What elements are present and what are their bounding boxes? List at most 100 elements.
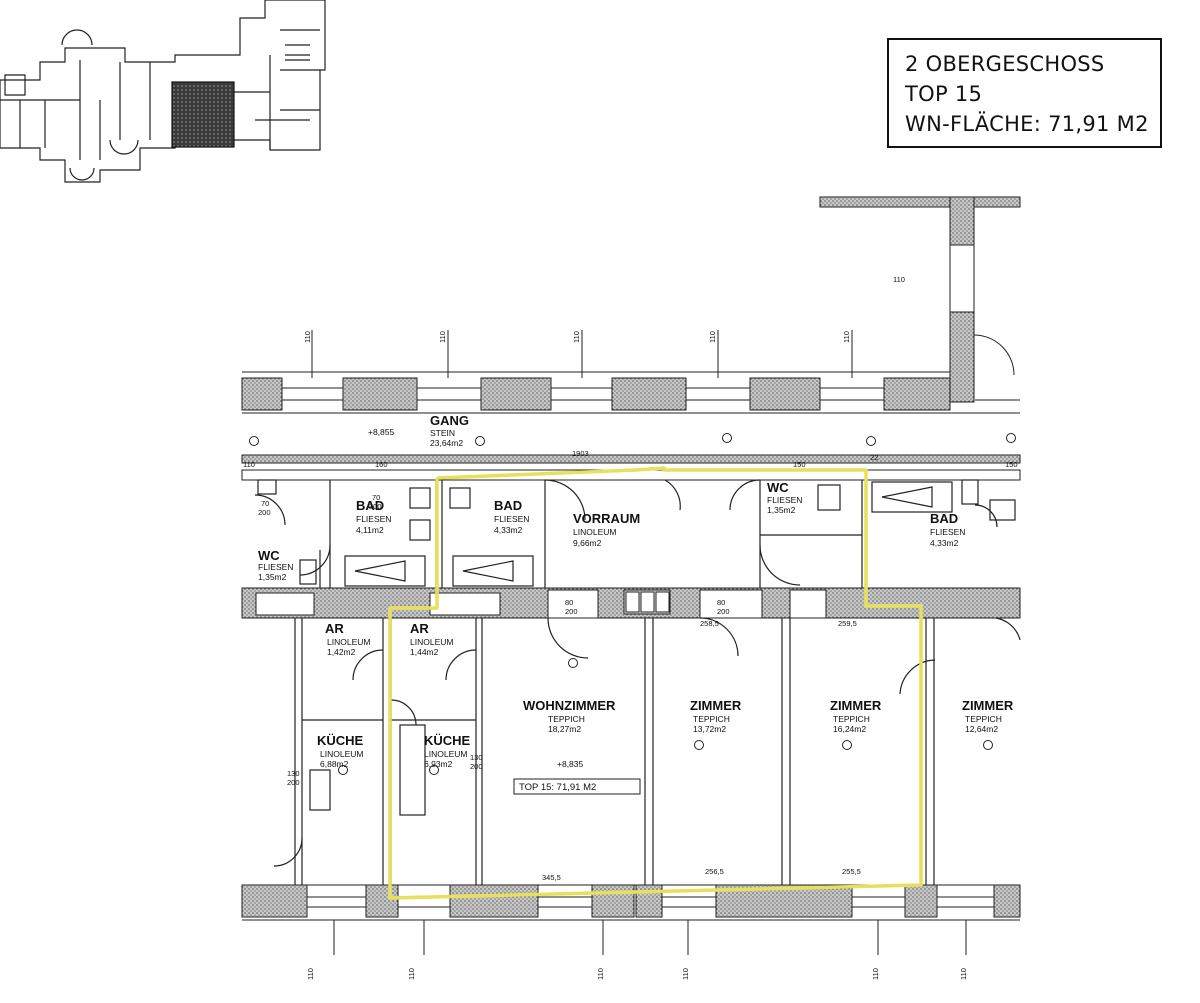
- room-zimmer-1-area: 13,72m2: [693, 724, 726, 734]
- dim-label: 200: [369, 502, 382, 511]
- room-kueche-1-name: KÜCHE: [317, 733, 364, 748]
- dim-label: 256,5: [705, 867, 724, 876]
- corridor-walls: [241, 454, 1021, 619]
- room-wc-2-material: FLIESEN: [767, 495, 802, 505]
- room-bad-1-material: FLIESEN: [356, 514, 391, 524]
- dim-label: 110: [681, 968, 690, 980]
- dim-label: 80: [565, 598, 573, 607]
- room-kueche-2-name: KÜCHE: [424, 733, 471, 748]
- dim-label: 110: [303, 331, 312, 343]
- dim-label: 110: [959, 968, 968, 980]
- living-area-label: WN-FLÄCHE: 71,91 M2: [905, 112, 1149, 136]
- room-wc-1-area: 1,35m2: [258, 572, 287, 582]
- room-zimmer-1-material: TEPPICH: [693, 714, 730, 724]
- dim-label: 259,5: [838, 619, 857, 628]
- room-gang-material: STEIN: [430, 428, 455, 438]
- dim-label: 70: [261, 499, 269, 508]
- dim-label: 110: [893, 275, 905, 284]
- room-ar-2-name: AR: [410, 621, 429, 636]
- dim-label: 110: [596, 968, 605, 980]
- room-kueche-2-area: 6,93m2: [424, 759, 453, 769]
- unit-label: TOP 15: [905, 82, 983, 106]
- dim-label: 110: [306, 968, 315, 980]
- room-wc-1-name: WC: [258, 548, 280, 563]
- room-zimmer-2-material: TEPPICH: [833, 714, 870, 724]
- dim-label: 200: [565, 607, 578, 616]
- room-labels: GANG STEIN 23,64m2 +8,855 BAD FLIESEN 4,…: [258, 413, 1014, 769]
- dim-label: 160: [375, 460, 388, 469]
- room-vorraum-area: 9,66m2: [573, 538, 602, 548]
- dim-label: 110: [572, 331, 581, 343]
- room-ar-1-name: AR: [325, 621, 344, 636]
- room-ar-1-material: LINOLEUM: [327, 637, 370, 647]
- north-wall-return: [819, 196, 1021, 403]
- room-bad-2-area: 4,33m2: [494, 525, 523, 535]
- room-bad-2-name: BAD: [494, 498, 522, 513]
- room-bad-1-area: 4,11m2: [356, 525, 384, 535]
- room-bad-2-material: FLIESEN: [494, 514, 529, 524]
- unit-area-label: TOP 15: 71,91 M2: [513, 778, 641, 795]
- room-gang-name: GANG: [430, 413, 469, 428]
- room-wohnzimmer-name: WOHNZIMMER: [523, 698, 616, 713]
- room-ar-1-area: 1,42m2: [327, 647, 356, 657]
- room-ar-2-material: LINOLEUM: [410, 637, 453, 647]
- dim-label: 345,5: [542, 873, 561, 882]
- floor-label: 2 OBERGESCHOSS: [905, 52, 1105, 76]
- room-bad-1-name: BAD: [356, 498, 384, 513]
- upper-partitions: [254, 479, 1016, 588]
- dim-label: 110: [871, 968, 880, 980]
- room-vorraum-material: LINOLEUM: [573, 527, 616, 537]
- room-wc-1-material: FLIESEN: [258, 562, 293, 572]
- unit-info-box: 2 OBERGESCHOSS TOP 15 WN-FLÄCHE: 71,91 M…: [887, 38, 1162, 148]
- room-zimmer-3-name: ZIMMER: [962, 698, 1014, 713]
- room-kueche-1-area: 6,88m2: [320, 759, 349, 769]
- ceiling-light-markers: [249, 433, 1016, 775]
- dim-label: 200: [287, 778, 300, 787]
- dim-label: 150: [1005, 460, 1018, 469]
- room-wc-2-area: 1,35m2: [767, 505, 796, 515]
- room-gang-area: 23,64m2: [430, 438, 463, 448]
- dim-label: 80: [717, 598, 725, 607]
- dim-label: 110: [243, 460, 255, 469]
- room-wohnzimmer-area: 18,27m2: [548, 724, 581, 734]
- room-zimmer-2-area: 16,24m2: [833, 724, 866, 734]
- room-kueche-2-material: LINOLEUM: [424, 749, 467, 759]
- room-kueche-1-material: LINOLEUM: [320, 749, 363, 759]
- north-facade-wall: [241, 330, 1020, 414]
- dim-label: 200: [717, 607, 730, 616]
- dim-label: 70: [372, 493, 380, 502]
- room-zimmer-3-area: 12,64m2: [965, 724, 998, 734]
- dim-label: 110: [438, 331, 447, 343]
- dim-label: 110: [708, 331, 717, 343]
- dim-label: 255,5: [842, 867, 861, 876]
- dim-label: 258,5: [700, 619, 719, 628]
- key-plan: [0, 0, 326, 183]
- dim-label: 22: [870, 453, 878, 462]
- dim-label: 130: [287, 769, 300, 778]
- unit-outline: [388, 466, 923, 900]
- dim-label: 130: [470, 753, 483, 762]
- lower-partitions: [273, 617, 1021, 885]
- room-bad-3-area: 4,33m2: [930, 538, 959, 548]
- level-wohnzimmer: +8,835: [557, 759, 584, 769]
- room-zimmer-3-material: TEPPICH: [965, 714, 1002, 724]
- room-zimmer-1-name: ZIMMER: [690, 698, 742, 713]
- room-vorraum-name: VORRAUM: [573, 511, 640, 526]
- dim-label: 200: [470, 762, 483, 771]
- level-gang: +8,855: [368, 427, 395, 437]
- dim-label: 110: [842, 331, 851, 343]
- room-zimmer-2-name: ZIMMER: [830, 698, 882, 713]
- south-facade-wall: [241, 884, 1021, 955]
- dim-label: 1903: [572, 449, 589, 458]
- room-bad-3-material: FLIESEN: [930, 527, 965, 537]
- dim-label: 110: [407, 968, 416, 980]
- unit-area-label-text: TOP 15: 71,91 M2: [519, 782, 596, 793]
- room-wohnzimmer-material: TEPPICH: [548, 714, 585, 724]
- dim-label: 150: [793, 460, 806, 469]
- dim-label: 200: [258, 508, 271, 517]
- room-wc-2-name: WC: [767, 480, 789, 495]
- dimension-labels: 110 160 150 150 1903 22 70 200 70 200 80…: [243, 275, 1018, 980]
- room-bad-3-name: BAD: [930, 511, 958, 526]
- room-ar-2-area: 1,44m2: [410, 647, 439, 657]
